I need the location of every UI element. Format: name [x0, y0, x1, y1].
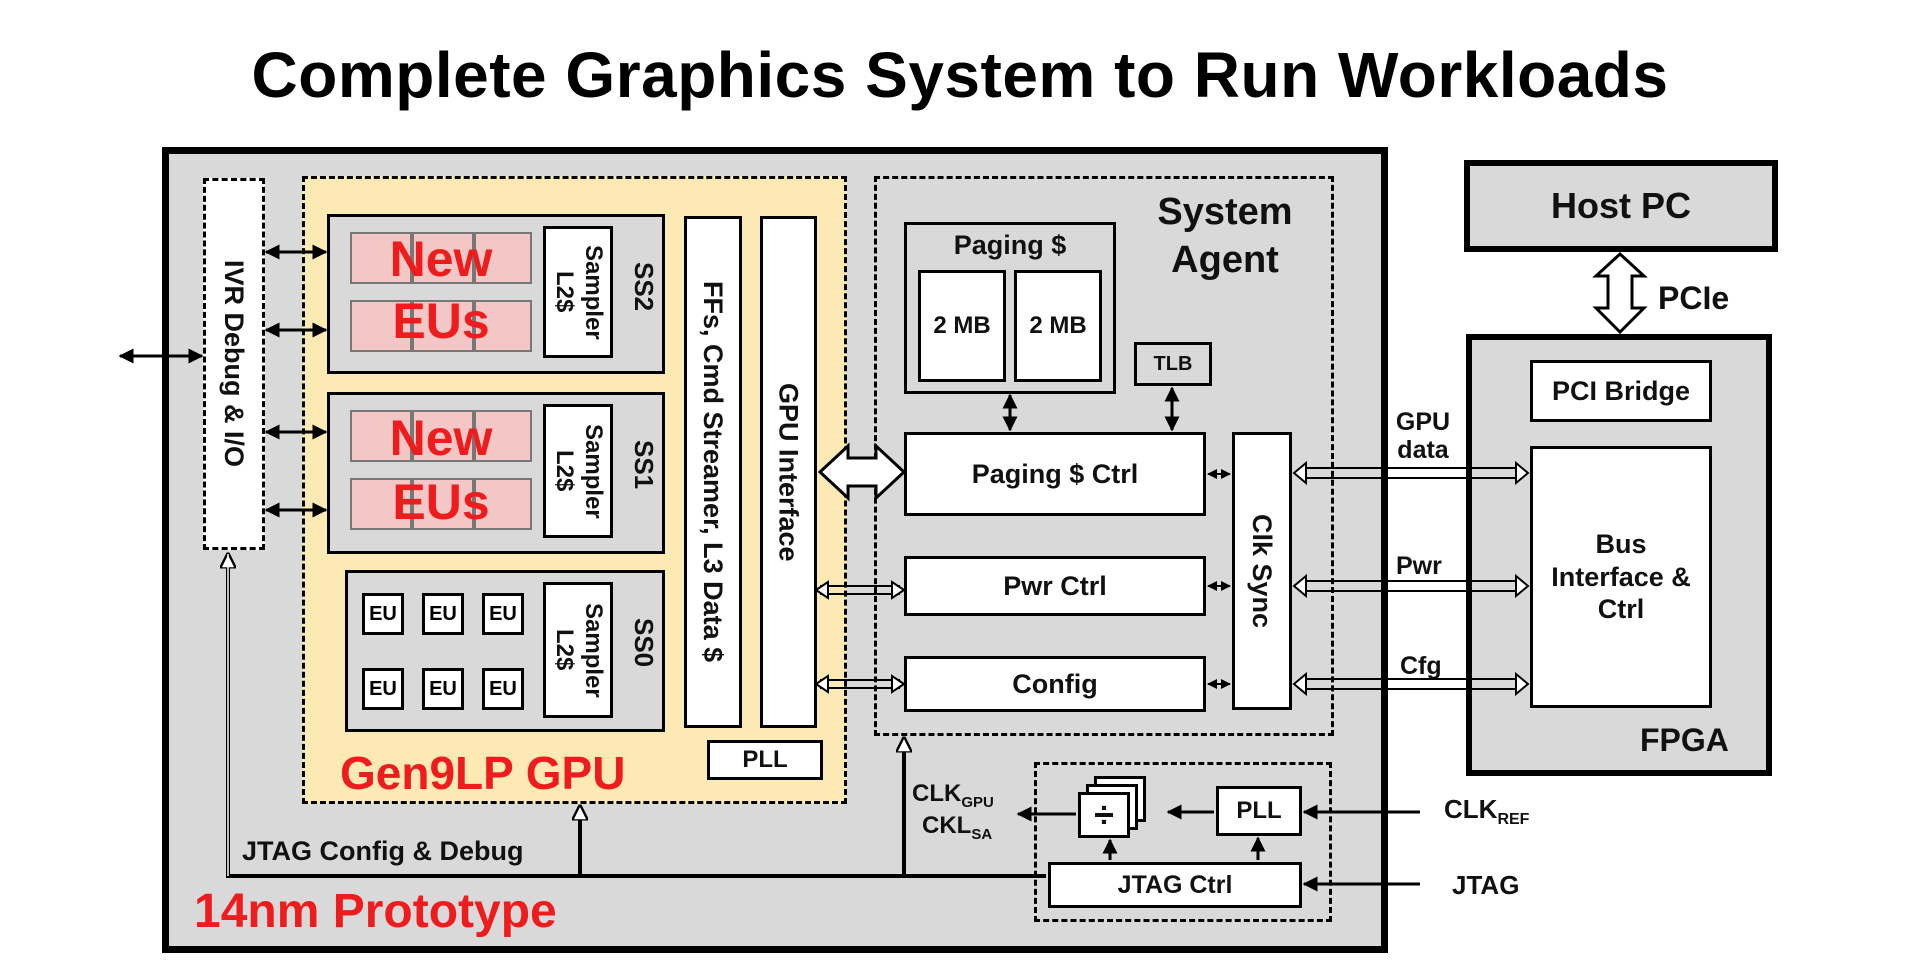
sampler-ss1: Sampler L2$ — [543, 404, 613, 538]
eu-cell — [350, 300, 412, 352]
bus-gpu-data — [1292, 460, 1530, 486]
eu-cell — [474, 232, 532, 284]
tlb-block: TLB — [1134, 342, 1212, 386]
eu-cell — [474, 300, 532, 352]
jtag-ctrl-block: JTAG Ctrl — [1048, 862, 1302, 908]
divider-block: ÷ — [1078, 792, 1130, 838]
eu-block: EU — [482, 593, 524, 635]
paging-bank: 2 MB — [918, 270, 1006, 382]
new-eus-label-ss1: New EUs — [389, 410, 493, 530]
pcie-big-arrow — [1592, 251, 1648, 335]
gpu-sa-small-links — [814, 580, 906, 694]
gpu-interface-big-arrow — [817, 442, 907, 502]
cfg-signal-label: Cfg — [1400, 652, 1442, 680]
ref-pll-block: PLL — [1216, 786, 1302, 836]
gpu-interface-block: GPU Interface — [760, 216, 817, 728]
eu-cell — [350, 232, 412, 284]
clk-ref-label: CLKREF — [1444, 794, 1530, 829]
ss1-label: SS1 — [629, 440, 659, 490]
eu-cell — [350, 410, 412, 462]
clock-jtag-region — [1034, 762, 1332, 922]
gpu-label: Gen9LP GPU — [340, 747, 626, 799]
ckl-sa-label: CKLSA — [922, 812, 993, 843]
jtag-config-wire — [228, 554, 1046, 878]
system-agent-label: System Agent — [1157, 191, 1293, 281]
eu-block: EU — [362, 593, 404, 635]
host-pc-block: Host PC — [1464, 160, 1778, 252]
eu-cell — [474, 478, 532, 530]
pcie-label: PCIe — [1658, 280, 1730, 316]
pci-bridge-block: PCI Bridge — [1530, 360, 1712, 422]
pwr-ctrl-block: Pwr Ctrl — [904, 556, 1206, 616]
eu-cell — [350, 478, 412, 530]
clk-gpu-label: CLKGPU — [912, 780, 994, 811]
prototype-label: 14nm Prototype — [194, 885, 557, 938]
sampler-ss0: Sampler L2$ — [543, 582, 613, 718]
eu-cell — [412, 300, 474, 352]
bus-interface-block: Bus Interface & Ctrl — [1530, 446, 1712, 708]
fpga-label: FPGA — [1640, 722, 1729, 758]
ffs-cmd-streamer-block: FFs, Cmd Streamer, L3 Data $ — [684, 216, 742, 728]
ss2-label: SS2 — [629, 262, 659, 312]
eu-block: EU — [422, 593, 464, 635]
ivr-debug-label: IVR Debug & I/O — [219, 260, 250, 468]
paging-ctrl-block: Paging $ Ctrl — [904, 432, 1206, 516]
ss0-label: SS0 — [629, 618, 659, 668]
new-eus-label-ss2: New EUs — [389, 231, 493, 349]
sampler-ss2: Sampler L2$ — [543, 226, 613, 358]
eu-block: EU — [362, 668, 404, 710]
eu-cell — [474, 410, 532, 462]
eu-block: EU — [482, 668, 524, 710]
bus-pwr — [1292, 573, 1530, 599]
eu-cell — [412, 478, 474, 530]
ivr-debug-io-block: IVR Debug & I/O — [203, 178, 265, 550]
paging-bank: 2 MB — [1014, 270, 1102, 382]
eu-block: EU — [422, 668, 464, 710]
page-title: Complete Graphics System to Run Workload… — [251, 39, 1669, 111]
gpu-pll-block: PLL — [707, 740, 823, 780]
gpu-data-label: GPU data — [1395, 408, 1451, 464]
eu-cell — [412, 410, 474, 462]
pwr-signal-label: Pwr — [1396, 552, 1442, 580]
jtag-signal-label: JTAG — [1452, 870, 1520, 900]
clk-sync-block: Clk Sync — [1232, 432, 1292, 710]
bus-cfg — [1292, 671, 1530, 697]
eu-cell — [412, 232, 474, 284]
jtag-config-debug-label: JTAG Config & Debug — [242, 836, 524, 866]
